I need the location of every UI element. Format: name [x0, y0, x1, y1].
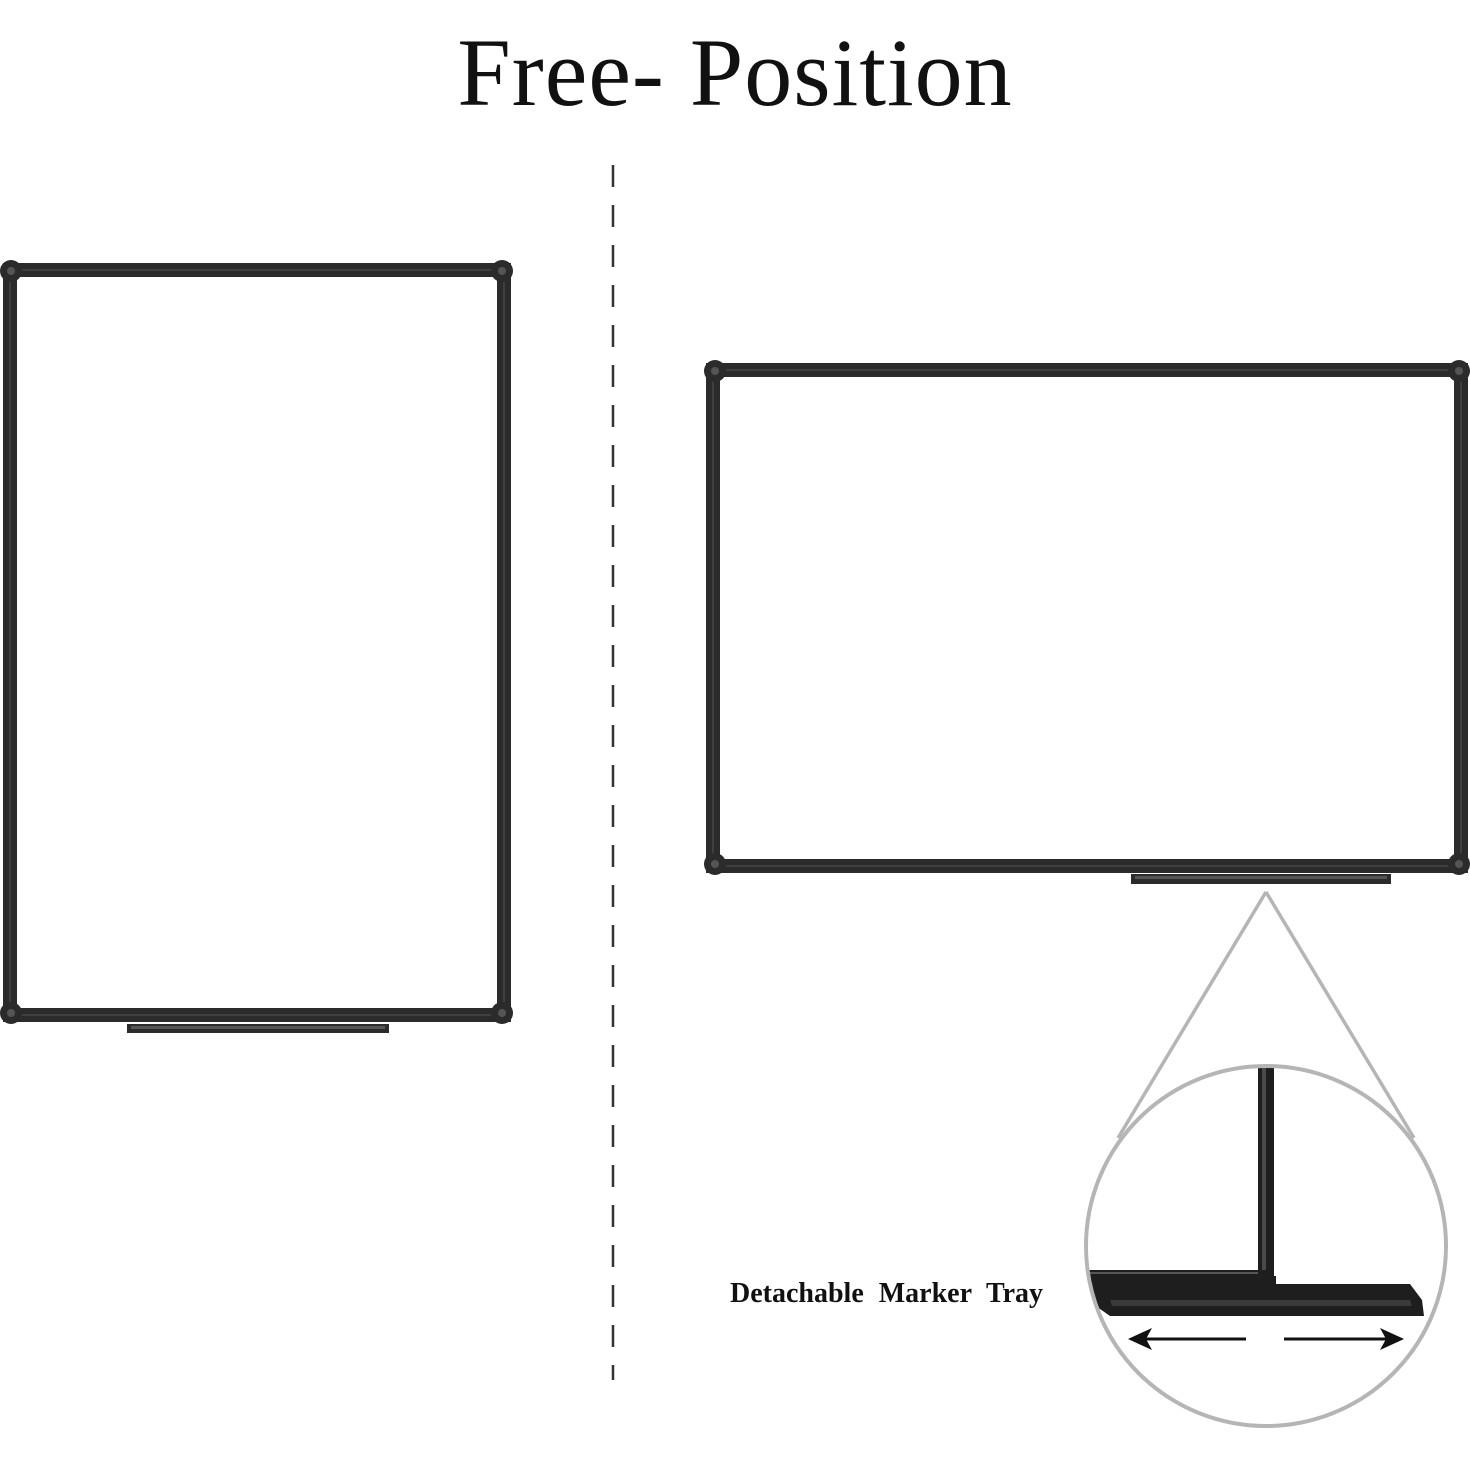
marker-tray-label: Detachable Marker Tray	[730, 1278, 1044, 1309]
portrait-board-surface	[10, 270, 504, 1015]
landscape-whiteboard	[704, 360, 1470, 884]
zoom-line-left	[1116, 891, 1268, 1139]
arrow-left-icon	[1128, 1328, 1246, 1350]
zoom-callout	[1084, 891, 1448, 1428]
arrow-right-icon	[1284, 1328, 1404, 1350]
landscape-board-surface	[713, 370, 1461, 866]
page-title: Free- Position	[457, 19, 1013, 126]
portrait-whiteboard	[0, 260, 513, 1033]
tray-closeup	[1086, 1066, 1424, 1316]
zoom-line-right	[1264, 891, 1416, 1139]
